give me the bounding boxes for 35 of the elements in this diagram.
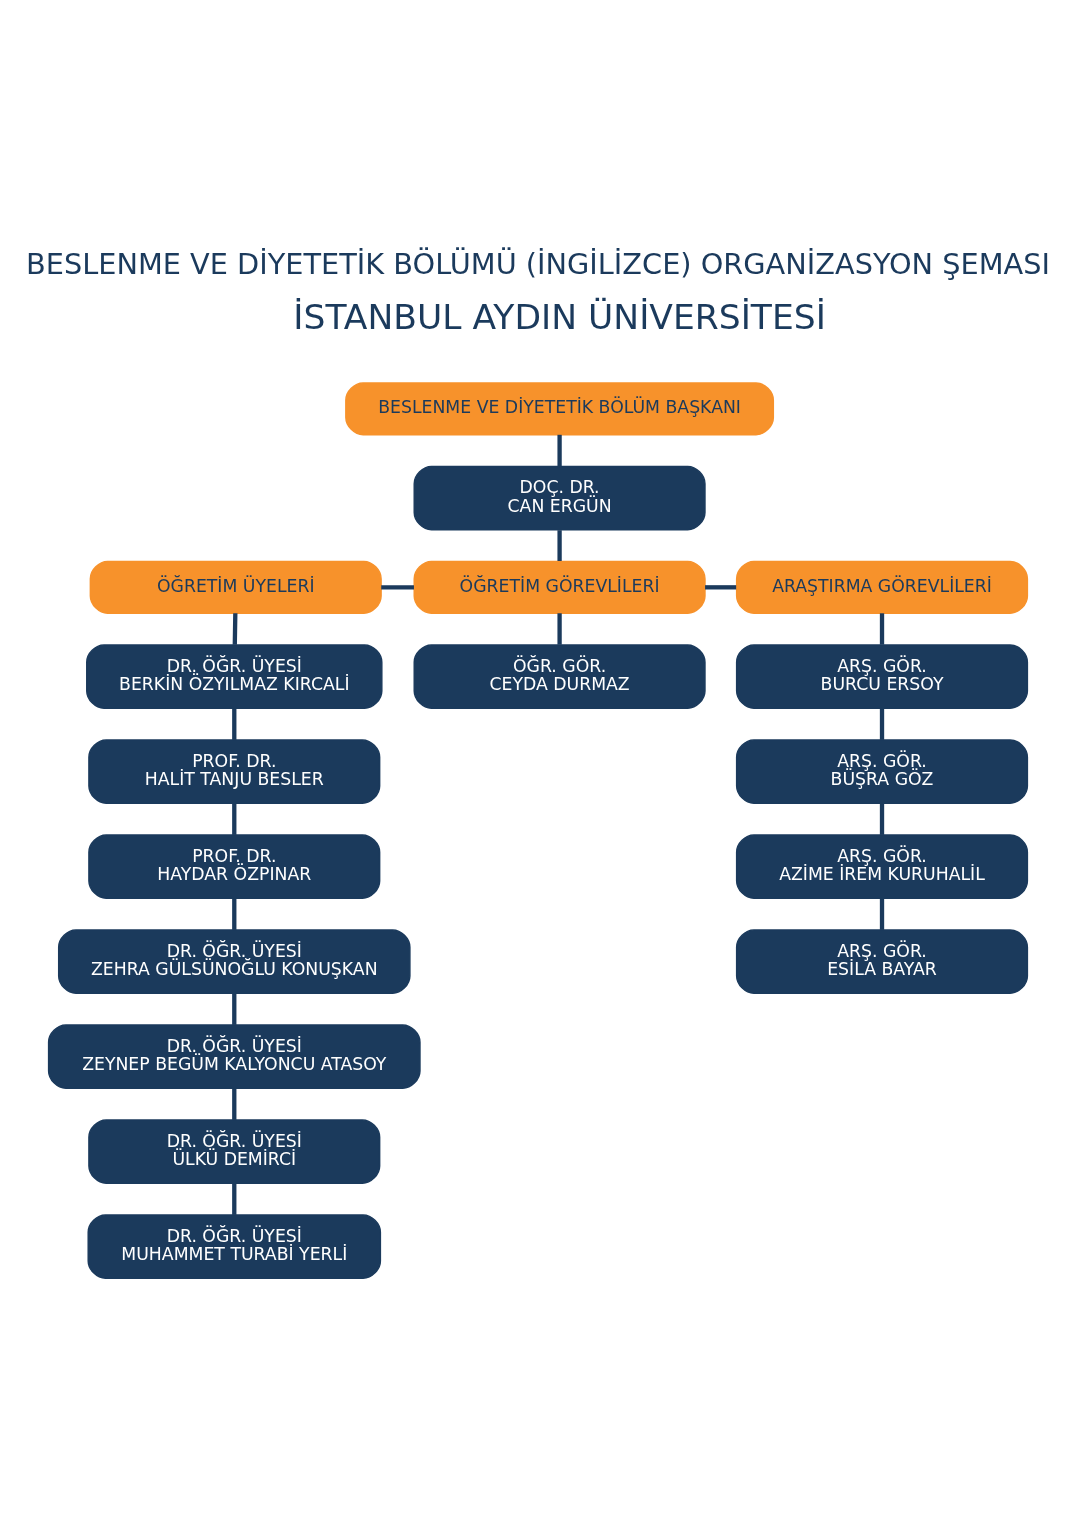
node-box: ARAŞTIRMA GÖREVLİLERİ [735, 560, 1029, 614]
node-box: DR. ÖĞR. ÜYESİ MUHAMMET TURABİ YERLİ [87, 1213, 382, 1279]
connector [232, 612, 238, 645]
node-box: DR. ÖĞR. ÜYESİ BERKİN ÖZYILMAZ KIRCALİ [86, 643, 383, 709]
connector [232, 708, 237, 740]
node-box: PROF. DR. HALİT TANJU BESLER [88, 738, 381, 804]
connector [232, 1088, 237, 1120]
connector [705, 584, 737, 589]
node-box: ARŞ. GÖR. BÜŞRA GÖZ [735, 738, 1029, 804]
node-box: DR. ÖĞR. ÜYESİ ÜLKÜ DEMİRCİ [88, 1118, 381, 1184]
node-box: ARŞ. GÖR. BURCU ERSOY [735, 643, 1029, 709]
node-box: DR. ÖĞR. ÜYESİ ZEHRA GÜLSÜNOĞLU KONUŞKAN [57, 928, 411, 994]
node-box: ÖĞRETİM GÖREVLİLERİ [413, 560, 706, 614]
connector [557, 434, 562, 466]
node-box: DR. ÖĞR. ÜYESİ ZEYNEP BEGÜM KALYONCU ATASOY [47, 1023, 421, 1089]
diagram-title: BESLENME VE DİYETETİK BÖLÜMÜ (İNGİLİZCE) ORGANİZASYON ŞEMASI [26, 246, 1050, 281]
node-box: ÖĞRETİM ÜYELERİ [89, 560, 382, 614]
node-box: ÖĞR. GÖR. CEYDA DURMAZ [413, 643, 706, 709]
node-box: BESLENME VE DİYETETİK BÖLÜM BAŞKANI [345, 381, 775, 435]
node-box: ARŞ. GÖR. AZİME İREM KURUHALİL [735, 833, 1029, 899]
connector [232, 1183, 237, 1215]
node-box: PROF. DR. HAYDAR ÖZPINAR [88, 833, 381, 899]
connector [381, 584, 414, 589]
connector [232, 803, 237, 835]
node-box: ARŞ. GÖR. ESİLA BAYAR [735, 928, 1029, 994]
connector [232, 898, 237, 930]
node-box: DOÇ. DR. CAN ERGÜN [413, 465, 706, 530]
label: İSTANBUL AYDIN ÜNİVERSİTESİ [293, 296, 826, 337]
connector [879, 612, 885, 645]
connector [557, 529, 562, 561]
connector [879, 803, 885, 835]
connector [879, 708, 885, 740]
connector [879, 898, 885, 930]
connector [232, 993, 237, 1025]
connector [557, 612, 562, 645]
